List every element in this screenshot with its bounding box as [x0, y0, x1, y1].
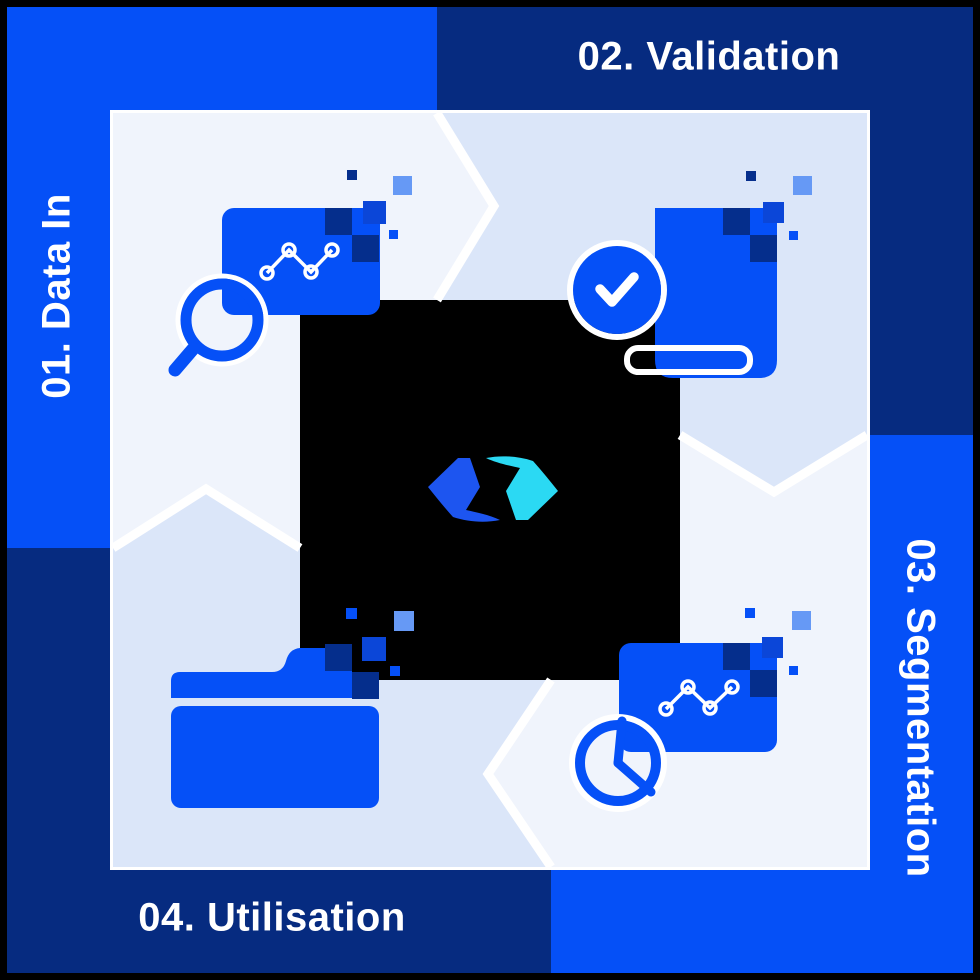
pixel-square	[750, 235, 777, 262]
pixel-cluster	[745, 608, 811, 675]
logo-right-chevron	[486, 456, 558, 520]
stage-label-data-in: 01. Data In	[34, 193, 79, 399]
pixel-square	[389, 230, 398, 239]
pixel-square	[762, 637, 783, 658]
pixel-square	[793, 176, 812, 195]
pixel-square	[346, 608, 357, 619]
pixel-square	[746, 171, 756, 181]
document-spine	[624, 345, 753, 375]
pixel-square	[792, 611, 811, 630]
center-square	[300, 300, 680, 680]
pixel-square	[352, 672, 379, 699]
pixel-cluster	[746, 171, 812, 240]
band-left-blue	[7, 7, 110, 548]
pixel-square	[363, 201, 386, 224]
brand-logo	[428, 456, 558, 522]
check-circle-icon	[567, 240, 667, 340]
pixel-square	[723, 643, 750, 670]
panel-validation	[437, 113, 867, 492]
frame-bands	[7, 7, 973, 973]
arrow-separator-left	[482, 677, 555, 870]
pixel-cluster	[347, 170, 412, 239]
stage-label-validation: 02. Validation	[577, 34, 841, 79]
pixel-square	[394, 611, 414, 631]
line-chart-glyph	[658, 679, 740, 717]
pixel-square	[763, 202, 784, 223]
arrow-separator-up	[110, 483, 303, 552]
pixel-square	[325, 208, 352, 235]
logo-left-chevron	[428, 458, 500, 522]
search-analytics-icon	[168, 170, 412, 377]
folder-flap	[171, 648, 352, 698]
pixel-square	[393, 176, 412, 195]
pixel-square	[347, 170, 357, 180]
pixel-square	[750, 670, 777, 697]
pie-chart-window-icon	[569, 608, 811, 812]
arrow-separator-down	[677, 431, 870, 498]
pixel-square	[745, 608, 755, 618]
pie-chart-icon	[569, 714, 667, 812]
pixel-cluster	[346, 608, 414, 676]
pixel-square	[723, 208, 750, 235]
stage-label-segmentation: 03. Segmentation	[898, 538, 943, 878]
pixel-square	[352, 235, 379, 262]
panel-data-in	[113, 113, 494, 548]
pixel-square	[325, 644, 352, 671]
document-check-icon	[567, 171, 812, 378]
band-left-navy	[7, 548, 110, 973]
document-cover	[655, 208, 777, 378]
line-chart-glyph	[259, 242, 340, 281]
pixel-square	[390, 666, 400, 676]
pixel-square	[362, 637, 386, 661]
pixel-square	[789, 666, 798, 675]
pixel-square	[789, 231, 798, 240]
arrow-separator-right	[433, 110, 500, 303]
folder-icon	[171, 608, 414, 808]
band-right-navy	[870, 7, 973, 435]
stage-label-utilisation: 04. Utilisation	[138, 895, 406, 940]
folder-body	[171, 706, 379, 808]
magnifier-icon	[168, 273, 269, 377]
band-bottom-blue	[551, 870, 973, 973]
